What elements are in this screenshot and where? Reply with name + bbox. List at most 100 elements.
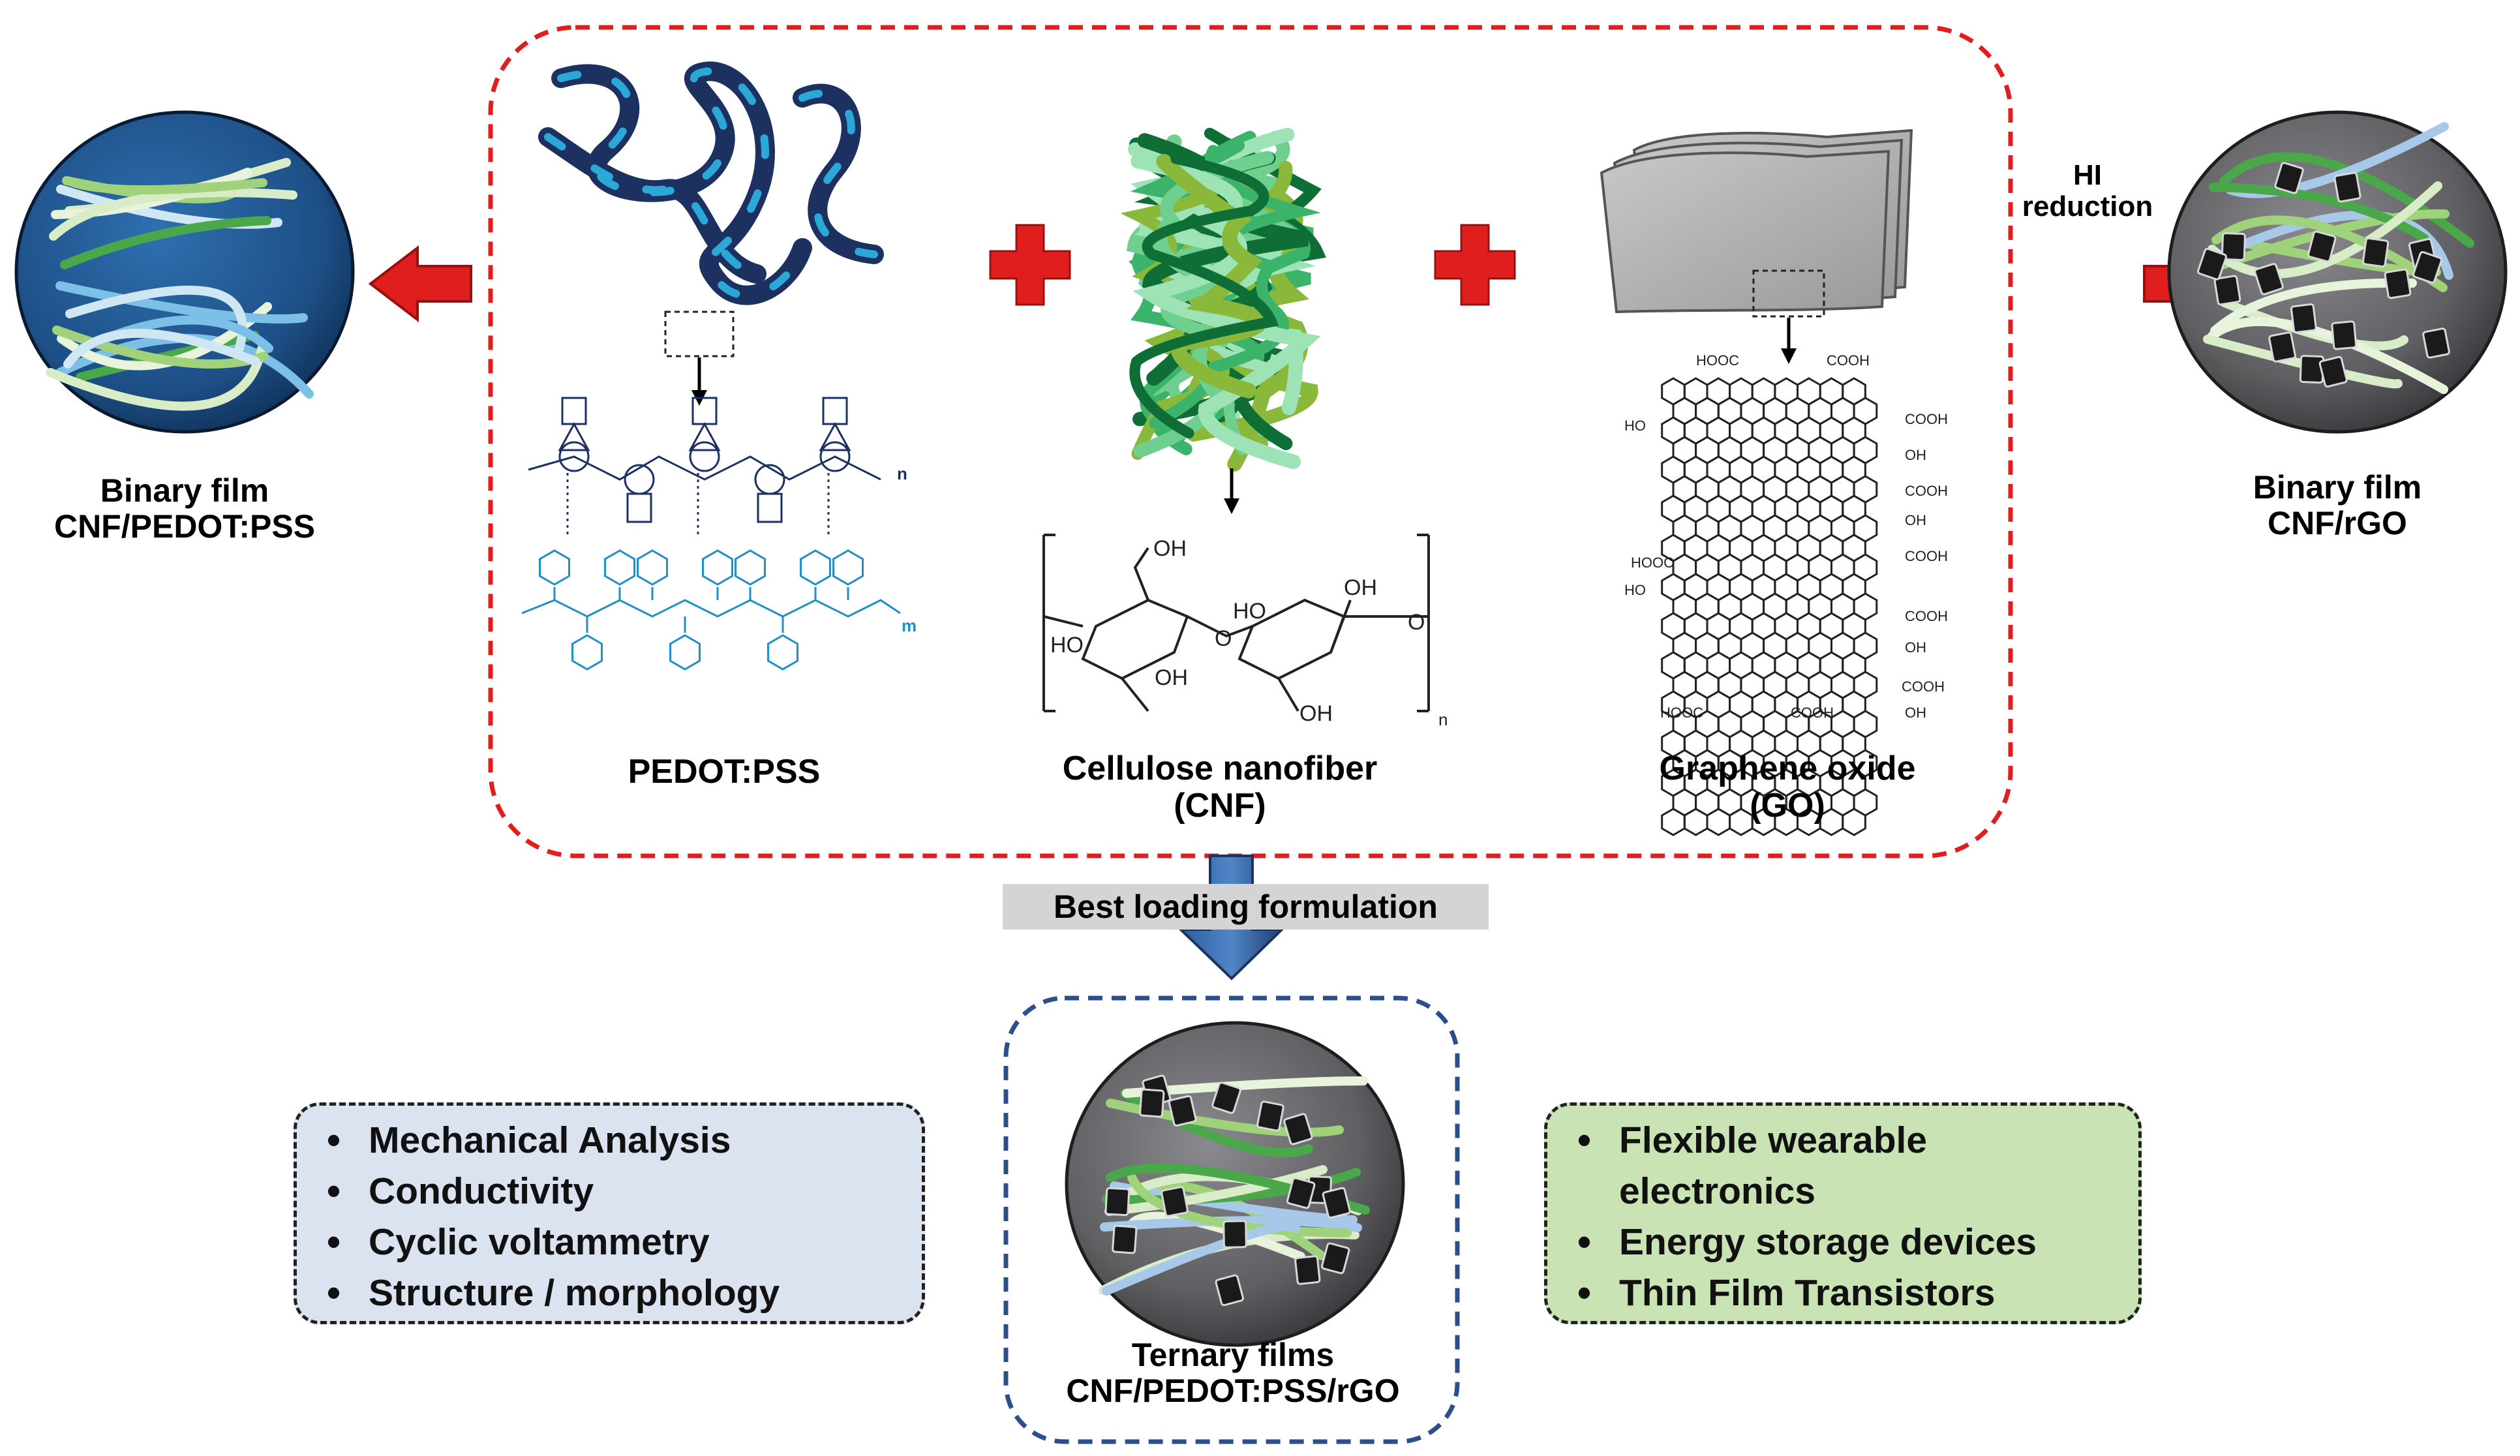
benzene-ring	[571, 634, 603, 671]
film-fiber	[2209, 183, 2429, 243]
pedot-zoom-box	[664, 311, 735, 357]
applications-item: Thin Film Transistors	[1577, 1267, 2112, 1318]
film-fiber	[1127, 1173, 1352, 1237]
cnf-oh-3: OH	[1344, 575, 1377, 600]
cnf-ho-2: HO	[1233, 599, 1266, 624]
analysis-panel: Mechanical Analysis Conductivity Cyclic …	[294, 1102, 925, 1324]
cellulose-structure	[1042, 534, 1430, 712]
rgo-flake	[1104, 1187, 1131, 1217]
rgo-flake	[2333, 172, 2361, 203]
left-film-label-line1: Binary film	[100, 472, 269, 509]
thiophene-ring	[689, 441, 720, 472]
reduction-label-line2: reduction	[2022, 190, 2153, 223]
ternary-film-label-line1: Ternary films	[1131, 1337, 1335, 1373]
rgo-flake	[2290, 303, 2317, 333]
go-groups: HOOC COOH HO COOH OH COOH OH COOH HOOC H…	[1624, 352, 1948, 721]
go-label-line1: Graphene oxide	[1659, 750, 1916, 787]
go-oh-1: OH	[1905, 447, 1926, 463]
applications-panel: Flexible wearable electronics Energy sto…	[1544, 1102, 2142, 1324]
best-loading-banner-text: Best loading formulation	[1054, 888, 1438, 925]
rgo-flake	[1211, 1082, 1241, 1114]
film-fiber	[65, 177, 267, 194]
go-cooh-4: COOH	[1905, 548, 1948, 564]
film-fiber	[1110, 1181, 1358, 1224]
analysis-item: Structure / morphology	[327, 1267, 896, 1318]
rgo-flake	[2318, 356, 2348, 388]
film-fiber	[63, 329, 260, 369]
cnf-o-1: O	[1215, 626, 1232, 651]
benzene-ring	[735, 549, 766, 586]
go-hooc-3: HOOC	[1660, 705, 1703, 721]
cnf-oh-2: OH	[1155, 665, 1188, 690]
pedot-subscript-n: n	[897, 464, 907, 483]
analysis-item: Cyclic voltammetry	[327, 1217, 896, 1267]
rgo-flake	[2307, 230, 2337, 263]
film-fiber	[1104, 1165, 1328, 1216]
rgo-flake	[2299, 355, 2324, 384]
applications-item: Energy storage devices	[1577, 1217, 2112, 1267]
rgo-flake	[2384, 268, 2412, 299]
applications-list: Flexible wearable electronics Energy sto…	[1577, 1115, 2112, 1318]
right-film-rgo-flakes	[2197, 162, 2450, 388]
go-cooh-3: COOH	[1905, 483, 1948, 499]
pss-rings	[539, 549, 864, 671]
go-oh-2: OH	[1905, 512, 1926, 528]
analysis-item: Conductivity	[327, 1166, 896, 1217]
arrow-to-left-film	[368, 245, 472, 323]
film-fiber	[55, 281, 308, 324]
cnf-label-line1: Cellulose nanofiber	[1062, 750, 1378, 787]
best-loading-banner: Best loading formulation	[1003, 884, 1489, 930]
cellulose-labels: OH HO OH O HO OH O OH	[1050, 536, 1425, 726]
rgo-flake	[1161, 1186, 1189, 1217]
rgo-flake	[2197, 247, 2228, 281]
go-cooh-7: COOH	[1791, 705, 1834, 721]
go-sheets	[1600, 129, 1913, 314]
rgo-flake	[2213, 275, 2241, 306]
film-fiber	[2216, 209, 2450, 270]
rgo-flake	[1168, 1095, 1197, 1127]
left-film-label-line2: CNF/PEDOT:PSS	[53, 508, 316, 545]
rgo-flake	[1321, 1242, 1350, 1275]
go-oh-4: OH	[1905, 705, 1926, 721]
benzene-ring	[539, 549, 570, 586]
rgo-flake	[2412, 250, 2443, 284]
benzene-ring	[767, 634, 798, 671]
thiophene-ring	[624, 464, 655, 495]
cnf-ho-1: HO	[1050, 633, 1084, 658]
rgo-flake	[1283, 1113, 1313, 1145]
pss-structure	[521, 599, 901, 618]
analysis-list: Mechanical Analysis Conductivity Cyclic …	[327, 1115, 896, 1318]
film-fiber	[2226, 122, 2449, 198]
rgo-flake	[1112, 1224, 1138, 1254]
rgo-flake	[1294, 1255, 1321, 1285]
rgo-flake	[2274, 162, 2304, 194]
film-fiber	[2208, 181, 2442, 279]
go-cooh-2: COOH	[1905, 411, 1948, 427]
left-film-fibers	[46, 158, 314, 411]
benzene-ring	[800, 549, 831, 586]
right-film-label-line1: Binary film	[2253, 469, 2422, 506]
film-fiber	[1100, 1216, 1362, 1232]
go-ho-2: HO	[1624, 582, 1646, 598]
benzene-ring	[604, 549, 635, 586]
thiophene-ring	[558, 441, 590, 472]
cnf-oh-1: OH	[1153, 536, 1187, 561]
go-label: Graphene oxide (GO)	[1585, 750, 1990, 825]
cnf-oh-4: OH	[1299, 701, 1333, 726]
rgo-flake	[2361, 237, 2390, 268]
pedot-rings	[558, 397, 851, 535]
film-fiber	[2210, 278, 2417, 335]
plus-sign-1	[989, 224, 1071, 306]
film-fiber	[60, 216, 271, 269]
rgo-flake	[2268, 331, 2296, 363]
film-fiber	[2211, 215, 2448, 292]
rgo-flake	[2422, 327, 2450, 359]
analysis-item: Mechanical Analysis	[327, 1115, 896, 1166]
go-cooh-1: COOH	[1827, 352, 1870, 369]
rgo-flake	[2331, 320, 2358, 350]
cnf-subscript-n: n	[1438, 710, 1448, 729]
cnf-o-2: O	[1408, 610, 1425, 635]
benzene-ring	[702, 549, 733, 586]
cnf-fiber	[1129, 153, 1279, 439]
go-hooc-2: HOOC	[1631, 554, 1674, 571]
